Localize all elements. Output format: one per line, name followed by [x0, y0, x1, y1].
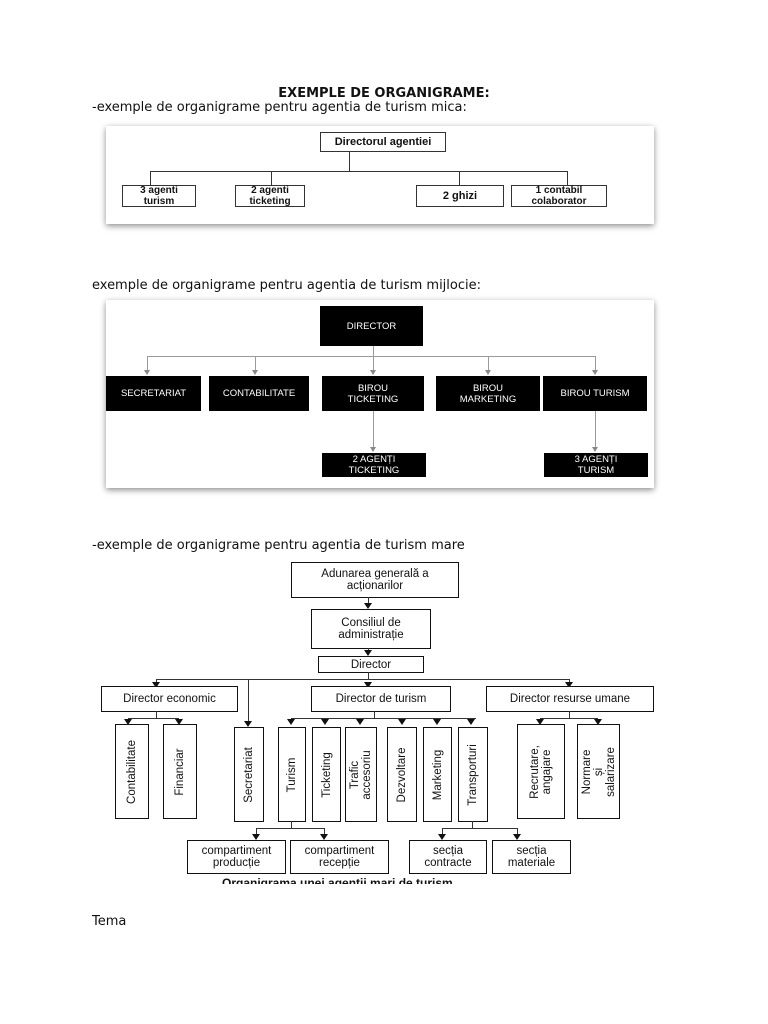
chart-small-node: 3 agenti turism: [122, 185, 196, 207]
tema-label: Tema: [92, 914, 127, 929]
chart-small-node: 2 ghizi: [416, 185, 504, 207]
chart-medium-department: BIROU MARKETING: [436, 376, 540, 411]
chart-large-director-economic: Director economic: [101, 686, 238, 712]
chart-small-node: 1 contabil colaborator: [511, 185, 607, 207]
org-chart-medium: DIRECTOR SECRETARIAT CONTABILITATE BIROU…: [106, 300, 654, 488]
chart-medium-department: BIROU TURISM: [543, 376, 647, 411]
chart-medium-department: BIROU TICKETING: [322, 376, 424, 411]
chart-large-compartment: compartiment producție: [187, 840, 286, 874]
chart-large-unit: Secretariat: [234, 727, 264, 822]
chart-medium-subunit: 3 AGENȚI TURISM: [544, 453, 648, 477]
chart-large-director: Director: [318, 656, 424, 673]
chart-large-caption-clip: Organigrama unei agenții mari de turism: [222, 874, 512, 884]
chart-large-unit: Marketing: [423, 727, 452, 822]
chart-medium-department: SECRETARIAT: [106, 376, 201, 411]
chart-large-unit: Contabilitate: [115, 724, 149, 819]
chart-large-unit: Dezvoltare: [387, 727, 417, 822]
chart-large-compartment: secția contracte: [409, 840, 487, 874]
section-medium-heading: exemple de organigrame pentru agentia de…: [92, 278, 481, 293]
chart-large-unit: Transporturi: [458, 727, 488, 822]
chart-large-unit: Turism: [278, 727, 306, 822]
chart-large-compartment: compartiment recepție: [290, 840, 389, 874]
chart-small-node: 2 agenti ticketing: [235, 185, 305, 207]
document-title: EXEMPLE DE ORGANIGRAME:: [278, 86, 490, 101]
chart-large-unit: Recrutare, angajare: [517, 724, 565, 819]
chart-large-director-hr: Director resurse umane: [486, 686, 654, 712]
chart-small-root: Directorul agentiei: [320, 132, 446, 152]
chart-large-unit: Financiar: [163, 724, 197, 819]
chart-large-shareholders: Adunarea generală a acționarilor: [291, 562, 459, 598]
chart-large-unit: Ticketing: [312, 727, 341, 822]
org-chart-small: Directorul agentiei 3 agenti turism 2 ag…: [106, 126, 654, 224]
section-large-heading: -exemple de organigrame pentru agentia d…: [92, 538, 465, 553]
chart-medium-department: CONTABILITATE: [209, 376, 309, 411]
chart-large-director-tourism: Director de turism: [311, 686, 451, 712]
chart-large-caption: Organigrama unei agenții mari de turism: [222, 876, 453, 884]
chart-large-unit: Normare și salarizare: [577, 724, 620, 819]
chart-large-board: Consiliul de administrație: [311, 609, 431, 649]
chart-medium-subunit: 2 AGENȚI TICKETING: [322, 453, 426, 477]
section-small-heading: -exemple de organigrame pentru agentia d…: [92, 100, 467, 115]
chart-medium-root: DIRECTOR: [320, 306, 423, 346]
chart-large-unit: Trafic accesoriu: [345, 727, 377, 822]
chart-large-compartment: secția materiale: [492, 840, 571, 874]
